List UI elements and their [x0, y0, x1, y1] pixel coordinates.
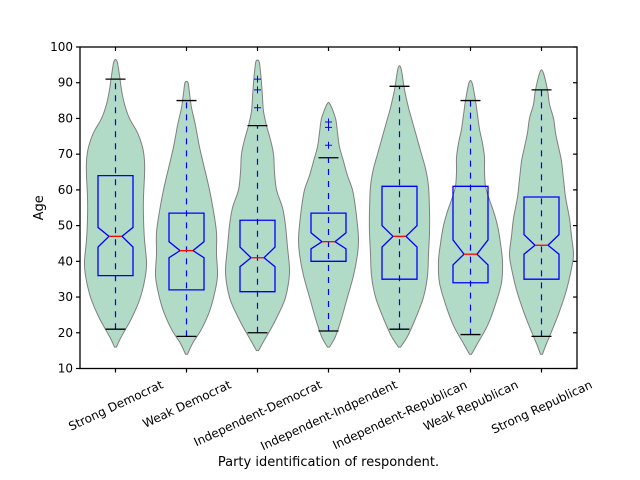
y-tick-label: 40 — [58, 254, 73, 268]
violin-shape — [224, 59, 291, 352]
box — [168, 212, 205, 291]
flier-marker — [254, 104, 261, 112]
y-tick-label: 100 — [50, 40, 73, 54]
y-tick-label: 10 — [58, 362, 73, 376]
box — [381, 185, 418, 280]
violin-shape — [437, 79, 504, 355]
box — [97, 174, 134, 277]
y-tick-label: 80 — [58, 111, 73, 125]
box — [523, 196, 560, 280]
box — [239, 219, 276, 293]
violin-shape — [154, 80, 219, 355]
flier-marker — [254, 86, 261, 94]
box — [452, 185, 489, 284]
y-tick-label: 90 — [58, 76, 73, 90]
box — [310, 212, 347, 262]
y-tick-label: 60 — [58, 183, 73, 197]
y-tick-label: 30 — [58, 290, 73, 304]
y-tick-label: 50 — [58, 219, 73, 233]
flier-marker — [325, 123, 332, 131]
flier-marker — [325, 141, 332, 149]
flier-marker — [254, 75, 261, 83]
y-tick-label: 20 — [58, 326, 73, 340]
violin-shape — [297, 101, 360, 348]
y-axis-label: Age — [32, 195, 47, 220]
x-axis-label: Party identification of respondent. — [218, 455, 439, 470]
y-tick-label: 70 — [58, 147, 73, 161]
